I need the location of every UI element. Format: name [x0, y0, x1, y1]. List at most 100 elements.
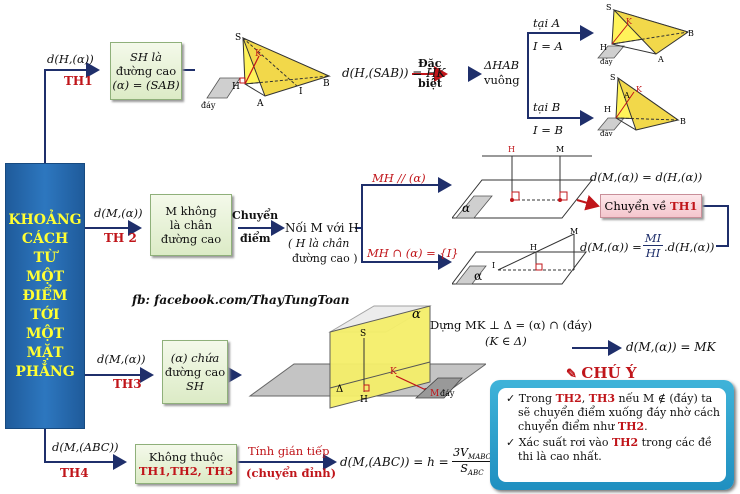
th2-convert-text: Chuyển về	[604, 199, 671, 213]
th1-i-eq-a: I = A	[533, 39, 563, 53]
th2-fig-H: H	[508, 145, 515, 154]
note-text: nếu M ∉ (đáy) ta sẽ chuyển điểm xuống đá…	[518, 392, 721, 433]
th3-result: d(M,(α)) = MK	[626, 340, 716, 354]
th1-special-1: Đặc	[418, 57, 442, 70]
th2-convert-box: Chuyển về TH1	[600, 194, 702, 218]
svg-text:B: B	[680, 117, 686, 126]
th3-fig-alpha: α	[412, 307, 421, 322]
svg-text:đáy: đáy	[600, 130, 613, 136]
th2-ratio-num: MI	[643, 231, 663, 246]
th2-move-1: Chuyển	[232, 209, 279, 222]
th4-formula-den-sub: ABC	[467, 469, 484, 478]
th1-pyramid-figure: S K H A I B đáy	[201, 33, 331, 110]
title-line: PHẲNG	[15, 363, 75, 380]
th3-fig-K: K	[390, 367, 397, 377]
th4-formula-left: d(M,(ABC)) = h =	[340, 455, 449, 469]
th1-at-b: tại B	[533, 100, 561, 114]
th3-box-line: (α) chứa	[170, 351, 220, 365]
th1-fig-B: B	[323, 79, 330, 89]
title-line: KHOẢNG	[8, 211, 82, 228]
th4-case-label: TH4	[60, 466, 89, 480]
th3-fig-M: M	[430, 389, 439, 399]
th4-formula-num: 3V	[453, 446, 469, 459]
th1-fig-H: H	[232, 82, 240, 92]
note-text: Trong	[518, 392, 556, 405]
th2-intersect-figure: H M I α	[452, 228, 587, 285]
th1-pyramid-at-b: S K H A B đáy	[597, 73, 686, 136]
note-text: Xác suất rơi vào	[518, 436, 612, 449]
th2-fig-M: M	[556, 145, 564, 154]
th1-triangle: ΔHAB	[484, 58, 520, 72]
th1-box-line: đường cao	[115, 64, 177, 78]
footer-credit: fb: facebook.com/ThayTungToan	[132, 293, 350, 307]
main-title: KHOẢNG CÁCH TỪ MỘT ĐIỂM TỚI MỘT MẶT PHẲN…	[5, 163, 85, 429]
th3-case-label: TH3	[113, 377, 142, 391]
th1-fig-base: đáy	[201, 101, 216, 110]
title-line: CÁCH	[21, 230, 69, 247]
th2-intersect: MH ∩ (α) = {I}	[367, 246, 459, 260]
th2-box-line: M không	[165, 204, 217, 218]
th2-case-label: TH 2	[104, 231, 137, 245]
svg-text:H: H	[604, 105, 611, 114]
th3-fig-base: đáy	[440, 389, 455, 398]
th4-formula-num-sub: MABC	[468, 453, 491, 462]
check-icon: ✓	[506, 436, 519, 449]
svg-text:đáy: đáy	[600, 58, 613, 66]
th1-special-2: biệt	[418, 77, 442, 90]
th1-fig-S: S	[235, 33, 241, 43]
title-line: MỘT	[25, 268, 65, 285]
th2-condition-box: M không là chân đường cao	[150, 194, 232, 256]
svg-text:S: S	[606, 3, 611, 12]
th2-move-2: điểm	[240, 232, 271, 245]
note-th2: TH2	[611, 436, 639, 449]
th4-branch-label: d(M,(ABC))	[52, 440, 119, 454]
note-th2: TH2	[555, 392, 582, 405]
th2-fig2-I: I	[492, 261, 495, 270]
note-text: .	[644, 420, 648, 433]
th4-formula-den: S	[460, 462, 468, 476]
th4-apex: (chuyển đỉnh)	[246, 466, 337, 480]
th2-convert-case: TH1	[670, 199, 698, 213]
title-line: TỪ	[33, 249, 57, 266]
th2-eq-ratio-right: .d(H,(α))	[664, 240, 715, 254]
th1-fig-I: I	[299, 87, 303, 97]
th2-ratio-den: HI	[645, 246, 661, 260]
th1-at-a: tại A	[533, 16, 561, 30]
th2-fig2-alpha: α	[474, 269, 482, 283]
th3-condition-box: (α) chứa đường cao SH	[162, 340, 228, 404]
th3-box-line: đường cao	[164, 365, 226, 379]
th2-ratio: MI HI	[643, 231, 663, 260]
th2-eq-parallel: d(M,(α)) = d(H,(α))	[590, 170, 703, 184]
th2-fig-alpha: α	[462, 201, 470, 215]
svg-text:A: A	[657, 55, 664, 64]
th2-parallel: MH // (α)	[372, 171, 426, 185]
th1-case-label: TH1	[64, 74, 93, 88]
th3-fig-delta: Δ	[336, 384, 343, 395]
th4-formula-fraction: 3VMABC SABC	[452, 446, 492, 477]
th1-i-eq-b: I = B	[533, 123, 563, 137]
note-pen-icon: ✎	[566, 367, 582, 382]
th1-pyramid-at-a: S K H A B đáy	[597, 3, 694, 66]
note-title-text: CHÚ Ý	[581, 364, 637, 382]
note-point-2: ✓ Xác suất rơi vào TH2 trong các đề thi …	[504, 436, 720, 464]
title-line: MỘT	[25, 325, 65, 342]
note-th2: TH2	[617, 420, 645, 433]
th4-box-line1: Không thuộc	[148, 450, 224, 464]
note-text: trong các đề thi là cao nhất.	[518, 436, 712, 463]
check-icon: ✓	[506, 392, 519, 405]
th4-indirect: Tính gián tiếp	[248, 444, 330, 458]
note-text: ,	[581, 392, 589, 405]
th2-fig2-M: M	[570, 228, 578, 236]
title-line: TỚI	[30, 306, 60, 323]
th1-condition-box: SH là đường cao (α) = (SAB)	[110, 42, 182, 100]
note-title: ✎ CHÚ Ý	[566, 364, 637, 382]
th2-connect-3: đường cao )	[292, 252, 358, 265]
th3-construct: Dựng MK ⊥ Δ = (α) ∩ (đáy)	[430, 318, 593, 332]
th2-box-line: đường cao	[160, 232, 222, 246]
svg-text:B: B	[688, 29, 694, 38]
note-box: ✓ Trong TH2, TH3 nếu M ∉ (đáy) ta sẽ chu…	[490, 380, 734, 490]
th2-connect-2: ( H là chân	[288, 237, 350, 250]
svg-text:H: H	[600, 43, 607, 52]
th1-right-angle: vuông	[484, 73, 520, 87]
